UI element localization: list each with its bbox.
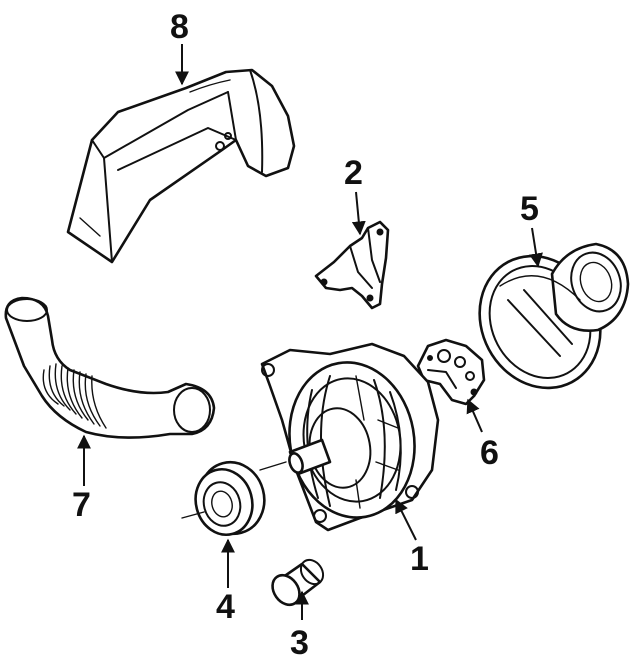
part-8-air-duct [66, 68, 296, 264]
callout-numbers: 8 2 5 6 7 1 4 3 [72, 8, 539, 662]
callout-6: 6 [480, 434, 499, 472]
callout-3: 3 [290, 624, 309, 662]
part-3-bushing [271, 558, 325, 607]
leader-lines [77, 44, 543, 620]
callout-7: 7 [72, 486, 91, 524]
leader-5 [529, 227, 543, 268]
leader-6 [466, 398, 483, 433]
callout-2: 2 [344, 154, 363, 192]
callout-8: 8 [170, 8, 189, 46]
part-1-alternator [259, 342, 440, 532]
part-6-regulator [416, 338, 486, 406]
part-4-pulley [181, 460, 266, 536]
callout-4: 4 [216, 588, 235, 626]
part-7-intake-hose [4, 296, 216, 439]
part-5-pulley-cover [478, 242, 630, 390]
callout-1: 1 [410, 540, 429, 578]
leader-2 [351, 191, 366, 236]
leader-1 [395, 498, 417, 541]
callout-5: 5 [520, 190, 539, 228]
part-2-bracket [314, 220, 390, 310]
